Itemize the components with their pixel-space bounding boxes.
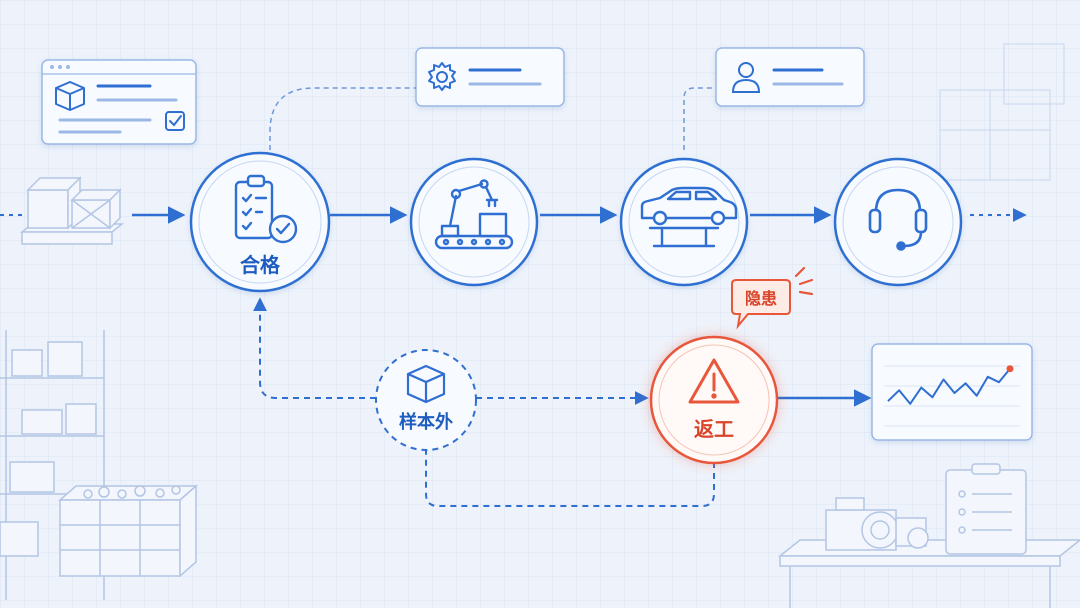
assembly-step: [409, 157, 539, 287]
package-icon: [55, 81, 85, 111]
settings-card: [415, 47, 565, 107]
vehicle-step: [619, 157, 749, 287]
robot-arm-icon: [434, 179, 514, 250]
settings-card-lines: [468, 68, 542, 86]
checkbox-icon: [165, 111, 185, 131]
rework-label: 返工: [694, 417, 734, 441]
user-card-lines: [772, 68, 844, 86]
headset-icon: [868, 188, 928, 251]
pallet-boxes-sketch: [19, 176, 125, 245]
alert-burst-icon: [794, 266, 814, 296]
dashed-loop-rework-to-sample: [425, 450, 715, 507]
trend-end-point: [1006, 365, 1014, 373]
service-step: [833, 157, 963, 287]
hazard-label: 隐患: [745, 289, 777, 308]
rework-node: [649, 335, 779, 465]
trend-card: [871, 343, 1033, 441]
inspection-step: [189, 151, 331, 293]
warning-icon: [688, 358, 740, 404]
dashed-feedback-to-inspection: [253, 297, 376, 399]
warehouse-shelf-sketch: [0, 330, 105, 600]
box-icon: [406, 364, 446, 404]
car-on-lift-icon: [640, 186, 738, 248]
sample-label: 样本外: [399, 411, 453, 433]
package-card-lines: [58, 84, 178, 134]
workbench-machine-sketch: [777, 463, 1080, 608]
line-chart-icon: [887, 368, 1011, 405]
trend-card-grid: [884, 365, 1020, 427]
parts-bin-sketch: [58, 484, 198, 578]
hazard-tag: [731, 279, 791, 330]
blueprint-sketch: [939, 43, 1065, 181]
user-card: [715, 47, 865, 107]
gear-icon: [428, 62, 456, 91]
dashed-link-settings: [269, 87, 416, 150]
inspection-label: 合格: [240, 253, 281, 277]
package-card: [41, 59, 197, 145]
user-icon: [731, 62, 761, 93]
clipboard-check-icon: [234, 174, 298, 244]
